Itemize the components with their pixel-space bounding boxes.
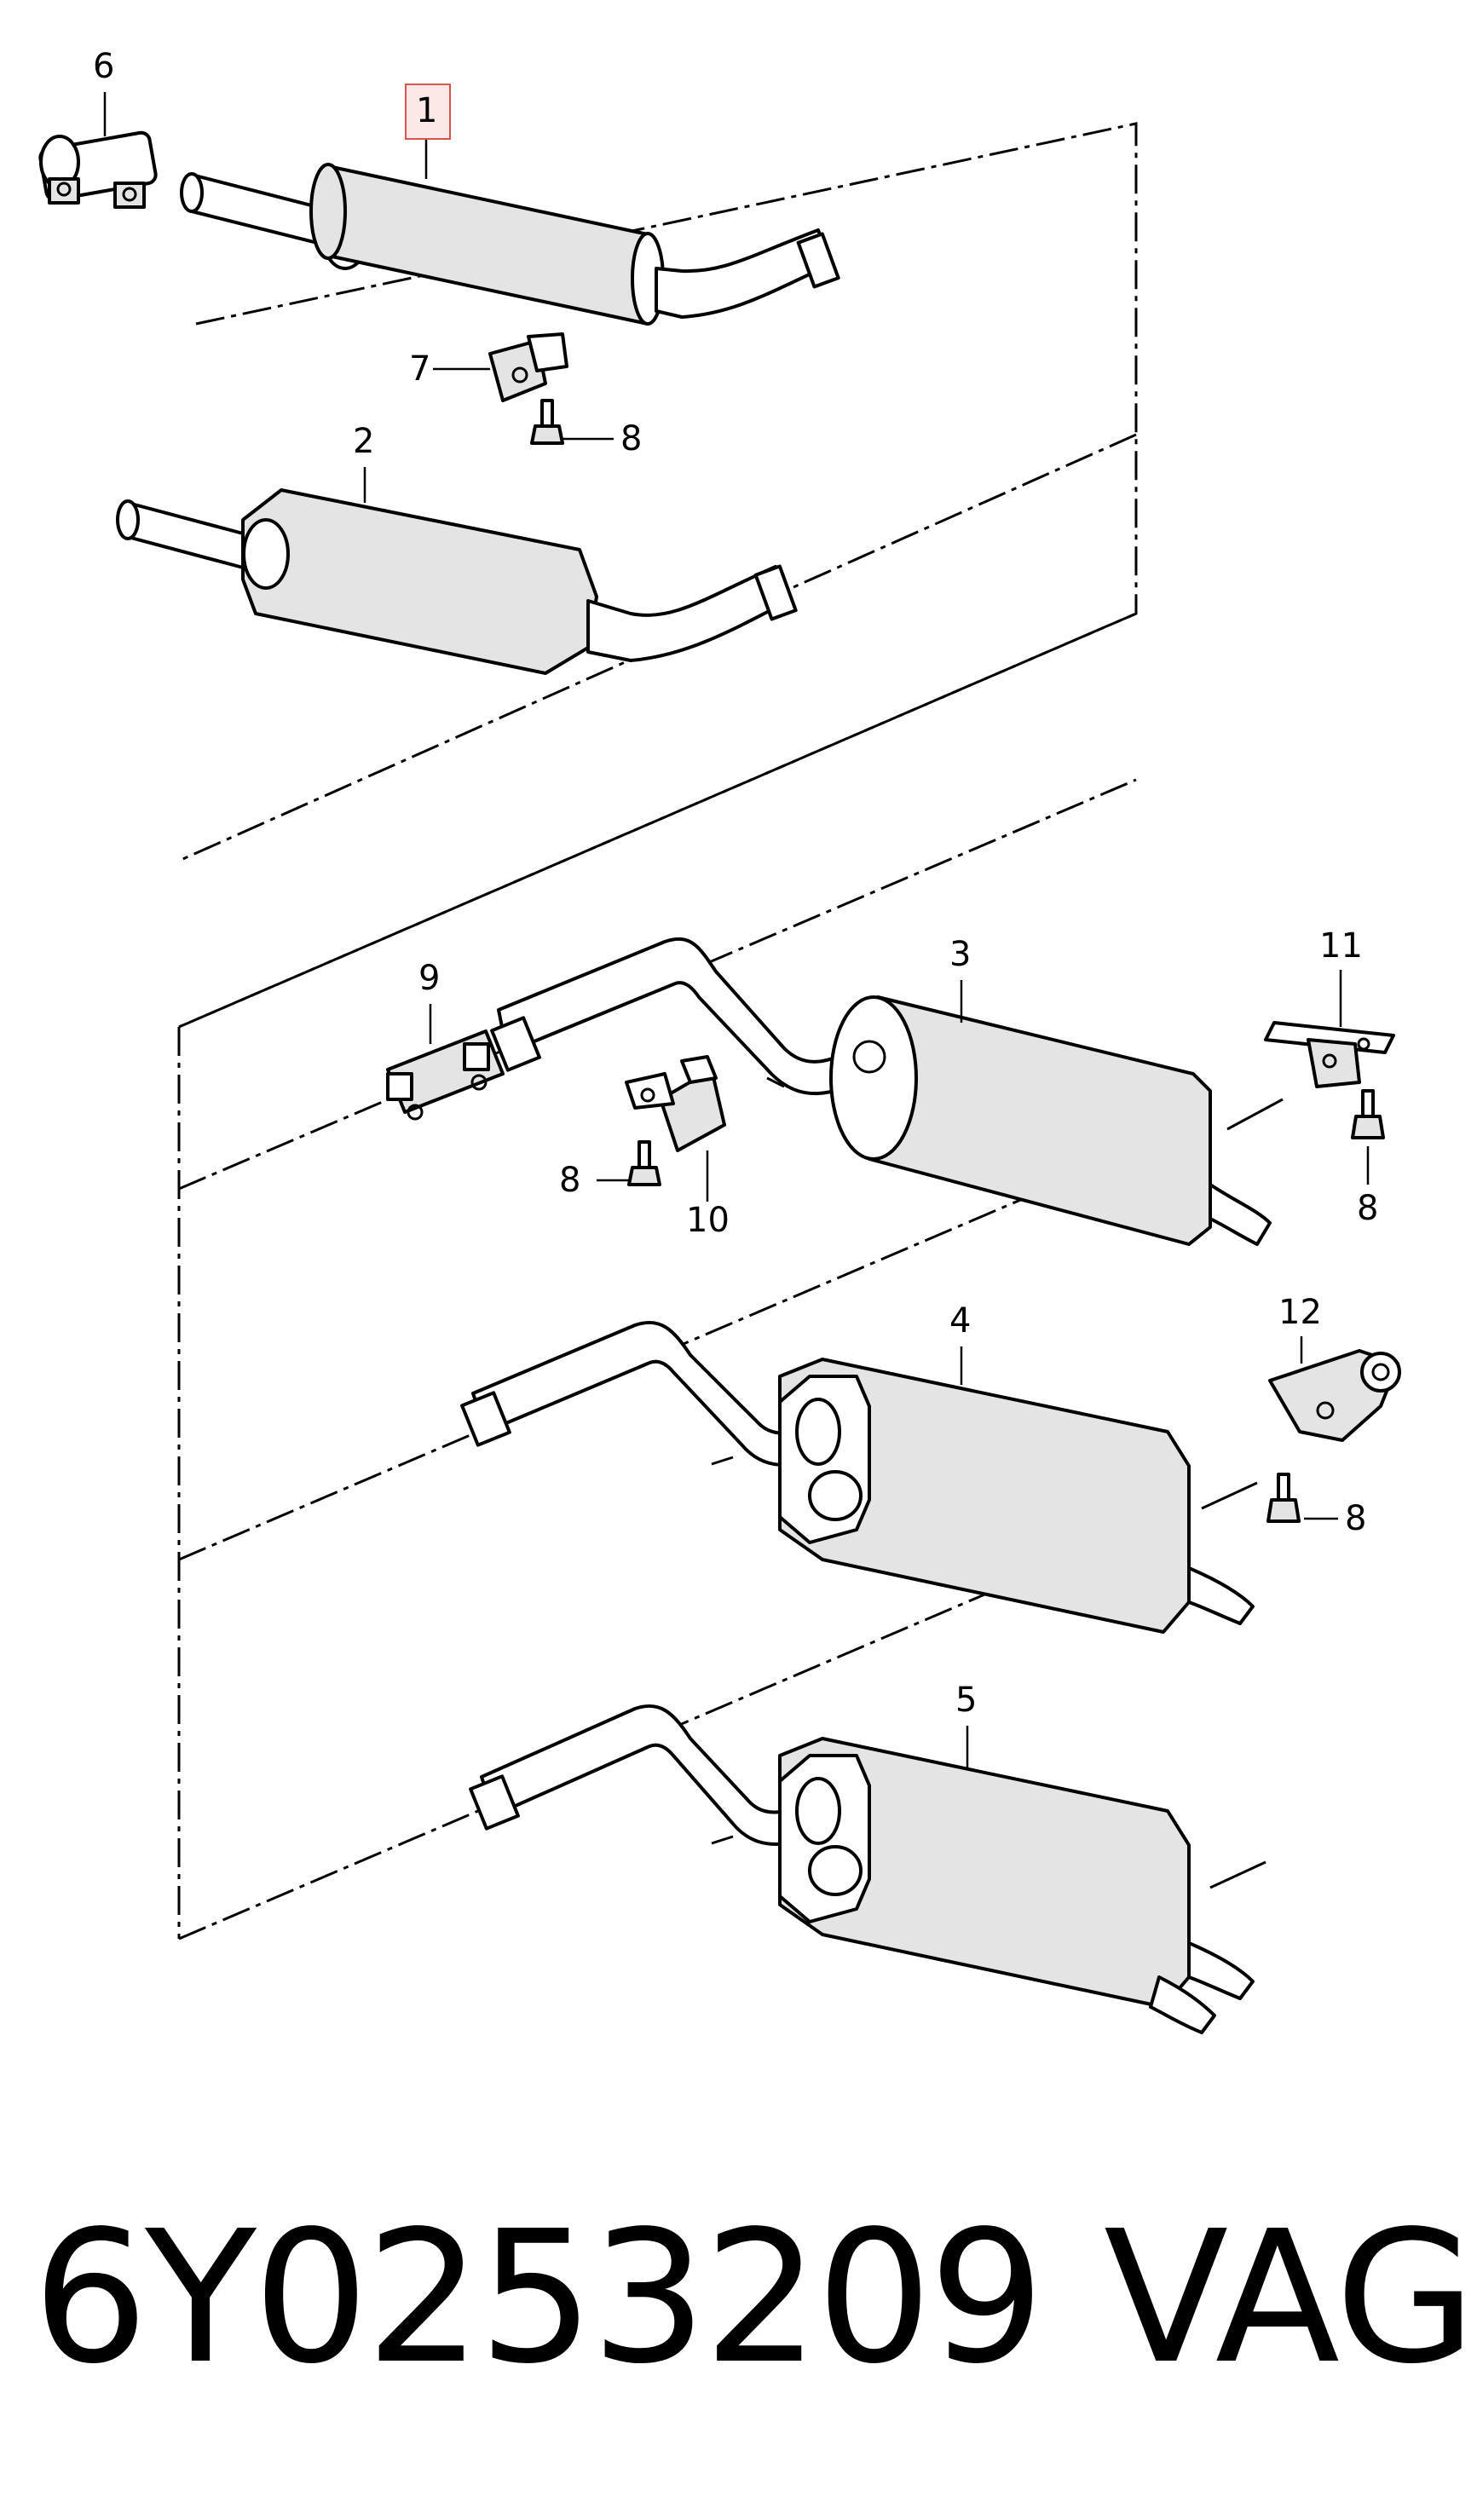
callout-1[interactable]: 1 xyxy=(416,91,438,130)
bracket-part-10[interactable] xyxy=(625,1055,726,1152)
bracket-part-12[interactable] xyxy=(1268,1349,1401,1442)
bolt-8-a[interactable] xyxy=(530,399,564,445)
part-number-label: 6Y0253209 xyxy=(32,2192,1045,2404)
callout-8-a[interactable]: 8 xyxy=(620,419,643,458)
rear-muffler-part-5[interactable] xyxy=(469,1704,1266,2034)
callout-9[interactable]: 9 xyxy=(418,959,441,998)
callout-2[interactable]: 2 xyxy=(353,422,375,461)
callout-8-d[interactable]: 8 xyxy=(1345,1499,1367,1538)
callout-8-c[interactable]: 8 xyxy=(1357,1189,1379,1228)
callout-8-b[interactable]: 8 xyxy=(559,1161,581,1200)
bracket-part-11[interactable] xyxy=(1264,1021,1395,1088)
leader-lines xyxy=(103,92,1370,1768)
highlight-box-part-1 xyxy=(405,84,451,140)
brand-label: VAG xyxy=(1104,2192,1476,2404)
group-frames xyxy=(177,122,1138,1940)
clamp-part-6[interactable] xyxy=(38,130,158,209)
bolt-8-c[interactable] xyxy=(1351,1089,1385,1139)
callout-4[interactable]: 4 xyxy=(949,1301,972,1341)
hanger-part-7[interactable] xyxy=(488,332,568,402)
rear-muffler-part-3[interactable] xyxy=(490,937,1284,1246)
bolt-8-d[interactable] xyxy=(1266,1473,1301,1523)
clamp-part-9[interactable] xyxy=(386,1029,505,1121)
bolt-8-b[interactable] xyxy=(627,1140,661,1186)
callout-6[interactable]: 6 xyxy=(93,47,115,86)
callout-3[interactable]: 3 xyxy=(949,935,972,974)
callout-11[interactable]: 11 xyxy=(1319,926,1363,966)
callout-7[interactable]: 7 xyxy=(409,349,431,389)
front-muffler-part-2[interactable] xyxy=(116,488,798,675)
callout-12[interactable]: 12 xyxy=(1278,1293,1322,1332)
callout-5[interactable]: 5 xyxy=(955,1681,978,1720)
rear-muffler-part-4[interactable] xyxy=(460,1320,1258,1634)
callout-10[interactable]: 10 xyxy=(686,1201,730,1240)
front-muffler-part-1[interactable] xyxy=(180,163,840,326)
